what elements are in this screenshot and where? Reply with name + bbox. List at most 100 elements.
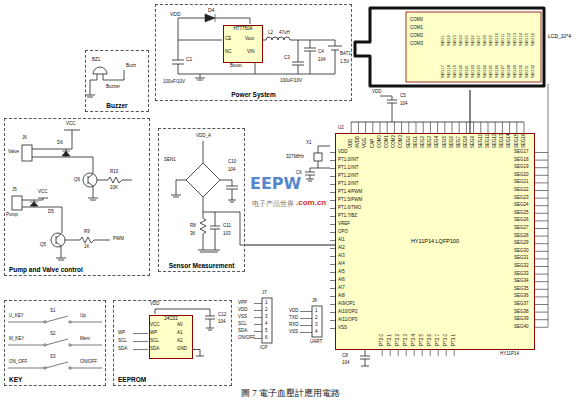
part-label: X1	[306, 141, 312, 146]
pin-label: PT1.5/PWM	[338, 198, 362, 203]
pin-label: SEG38	[514, 310, 529, 315]
part-label: D5	[48, 210, 54, 215]
wire	[300, 332, 312, 333]
pin-label: SEG27	[514, 226, 529, 231]
pin-label: COM0	[378, 135, 383, 148]
pin-label: SEG19	[453, 65, 457, 78]
wire	[444, 122, 445, 133]
pin-label: SEG32	[531, 65, 535, 78]
pin-label: SCL	[150, 339, 159, 344]
pin-label: SEG8	[464, 136, 469, 148]
part-label: S2	[50, 332, 56, 337]
node-text: LCD_10*4	[548, 34, 571, 39]
pin-label: OPO	[338, 230, 348, 235]
part-label: 104	[400, 102, 408, 107]
switch-contact	[44, 321, 46, 323]
pin-label: SEG40	[514, 325, 529, 330]
pin-label: COM1	[410, 26, 423, 31]
pin-label: GND	[177, 347, 187, 352]
part-label: J6	[22, 136, 27, 141]
wire	[133, 333, 148, 334]
wire	[437, 122, 438, 133]
part-label: 10K	[110, 186, 118, 191]
pin-number: 4	[315, 330, 318, 335]
part-label: VDD_A	[196, 134, 211, 139]
part-label: 104	[218, 320, 226, 325]
pin-label: PT2.2	[396, 334, 401, 346]
pin-label: PT2.0	[380, 334, 385, 346]
part-label: NC	[225, 50, 232, 55]
pin-label: SEG14	[507, 133, 512, 148]
part-label: Boost	[230, 64, 242, 69]
wire	[452, 122, 453, 133]
wire	[495, 122, 496, 133]
pin-label: SEG5	[443, 136, 448, 148]
part-label: BZ1	[92, 58, 100, 63]
pin-label: SEG35	[514, 287, 529, 292]
wire	[254, 303, 262, 304]
pin-label: VCC	[150, 323, 160, 328]
pin-label: SEG11	[486, 134, 491, 148]
pin-label: SEG24	[514, 203, 529, 208]
pin-label: SEG17	[514, 150, 529, 155]
pin-label: SEG26	[514, 218, 529, 223]
wire	[380, 122, 381, 133]
part-label: J7	[262, 291, 267, 296]
wire	[254, 317, 262, 318]
wire	[438, 350, 439, 356]
pin-label: SEG19	[514, 165, 529, 170]
wire	[300, 311, 312, 312]
switch-contact	[69, 367, 71, 369]
wire	[548, 84, 549, 327]
net-label: ON_OFF	[9, 360, 27, 365]
figure-caption: 圖 7 電子血壓計應用電路	[241, 389, 340, 398]
pin-label: AI5	[338, 270, 345, 275]
part-label: D4	[208, 8, 214, 13]
wire	[535, 274, 548, 275]
wire	[408, 122, 409, 133]
pin-label: SEG12	[493, 133, 498, 148]
wire	[430, 350, 431, 356]
part-label: C5	[400, 94, 406, 99]
pin-label: SEG11	[501, 33, 505, 46]
wire	[365, 122, 366, 133]
pin-label: SEG7	[457, 136, 462, 148]
wire	[535, 236, 548, 237]
wire	[372, 122, 373, 133]
pin-number: 3	[265, 315, 268, 320]
pin-label: SEG2	[421, 136, 426, 148]
node-text: HY11P14 LQFP100	[411, 239, 459, 245]
pin-label: SEG3	[453, 35, 457, 46]
bus-wire	[245, 244, 335, 245]
part-label: D6	[57, 141, 63, 146]
pin-label: SEG23	[477, 65, 481, 78]
wire	[535, 319, 548, 320]
wire	[390, 350, 391, 356]
part-label: 1K	[84, 245, 90, 250]
schematic-stroke	[22, 145, 32, 161]
pin-label: SEG31	[525, 65, 529, 78]
pin-label: SEG27	[501, 65, 505, 78]
pin-label: PT2.4	[412, 334, 417, 346]
bus-wire	[469, 90, 470, 133]
pin-label: A2	[177, 339, 183, 344]
pin-label: PT1.7/BZ	[338, 214, 357, 219]
pin-label: AI9/OP1	[338, 302, 355, 307]
part-label: 47uH	[279, 31, 290, 36]
switch-contact	[44, 367, 46, 369]
pin-label: SEG24	[483, 65, 487, 78]
pin-label: SEG31	[514, 256, 529, 261]
net-label: VDD	[289, 309, 299, 314]
schematic-stroke	[12, 196, 22, 210]
switch-contact	[69, 321, 71, 323]
part-label: 3K	[190, 232, 196, 237]
pin-label: SEG26	[495, 65, 499, 78]
node-text: EEPROM	[118, 377, 146, 384]
schematic-stroke	[62, 151, 70, 156]
part-label: R8	[190, 224, 196, 229]
wire	[535, 152, 548, 153]
pin-label: AI6	[338, 278, 345, 283]
part-label: Q6	[74, 178, 80, 183]
pin-label: PT1.1/INT	[338, 166, 359, 171]
pin-label: PT1.0/INT	[338, 158, 359, 163]
